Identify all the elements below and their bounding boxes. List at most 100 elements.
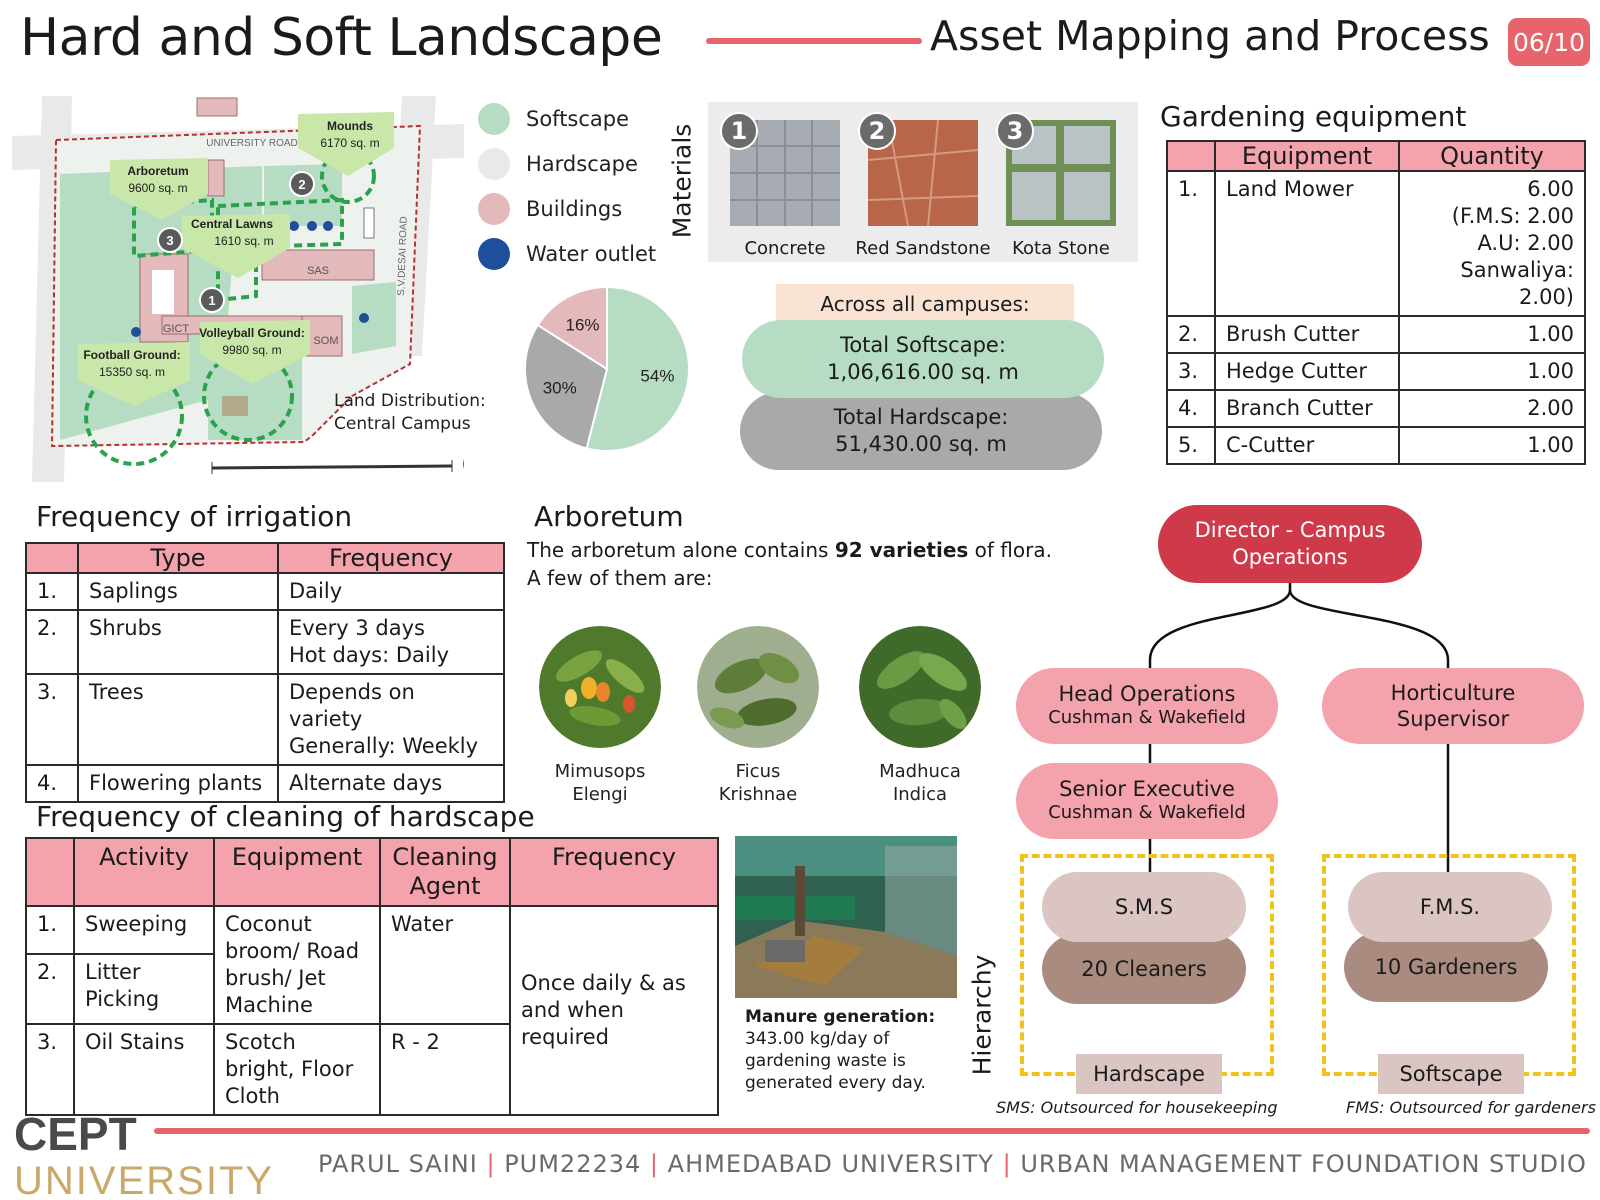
legend-item-softscape: Softscape [478, 96, 683, 141]
table-header-cleaning-agent: Cleaning Agent [379, 837, 511, 907]
quantity-line: Sanwaliya: 2.00) [1460, 258, 1574, 309]
irrigation-title: Frequency of irrigation [36, 500, 353, 533]
equipment-name: Land Mower [1214, 170, 1400, 317]
table-row: 3. Trees Depends on variety Generally: W… [25, 673, 505, 766]
arboretum-text-line2: A few of them are: [527, 566, 713, 590]
cleaning-equipment: Coconut broom/ Road brush/ Jet Machine [213, 905, 381, 1025]
plant-type: Flowering plants [77, 764, 279, 803]
table-row: 2. Shrubs Every 3 days Hot days: Daily [25, 609, 505, 675]
footer-credits: PARUL SAINI | PUM22234 | AHMEDABAD UNIVE… [318, 1150, 1587, 1178]
map-road-desai: S.V.DESAI ROAD [396, 216, 410, 296]
senior-executive-title: Senior Executive [1059, 777, 1235, 801]
sms-node: S.M.S [1042, 872, 1246, 942]
pie-slice-30 [524, 323, 609, 450]
map-caption-line1: Land Distribution: [334, 391, 486, 411]
mimusops-photo [539, 626, 661, 748]
cleaners-count: 20 Cleaners [1042, 934, 1246, 1004]
head-operations-node: Head Operations Cushman & Wakefield [1016, 668, 1278, 744]
page-title: Hard and Soft Landscape [20, 8, 663, 68]
material-name: Red Sandstone [855, 238, 991, 259]
horticulture-line2: Supervisor [1396, 707, 1510, 731]
irrigation-frequency: Alternate days [277, 764, 505, 803]
cleaning-activity: Oil Stains [73, 1023, 215, 1116]
total-softscape-label: Total Softscape: [840, 333, 1006, 357]
fms-note: FMS: Outsourced for gardeners [1346, 1098, 1596, 1117]
cleaning-agent: R - 2 [379, 1023, 511, 1116]
hardscape-tag: Hardscape [1076, 1054, 1222, 1094]
materials-heading: Materials [662, 106, 702, 256]
cleaning-title: Frequency of cleaning of hardscape [36, 800, 535, 833]
table-header-equipment: Equipment [1214, 140, 1400, 172]
map-area-mounds: 6170 sq. m [320, 136, 379, 150]
irrigation-frequency: Depends on variety Generally: Weekly [277, 673, 505, 766]
table-header-row: Equipment Quantity [1166, 140, 1586, 172]
row-number: 3. [25, 673, 79, 766]
map-label-mounds: Mounds [327, 119, 373, 133]
table-row: 2. Litter Picking [25, 953, 718, 1025]
cept-university-logo: CEPT UNIVERSITY [14, 1108, 272, 1198]
map-area-volleyball: 9980 sq. m [222, 343, 281, 357]
plant-name-line2: Elengi [572, 784, 628, 805]
map-building-som: SOM [313, 335, 338, 347]
cleaning-activity: Litter Picking [73, 953, 215, 1025]
arboretum-text-after: of flora. [968, 538, 1052, 562]
map-area-arboretum: 9600 sq. m [128, 181, 187, 195]
material-concrete: 1 Concrete [720, 112, 840, 259]
madhuca-photo [859, 626, 981, 748]
row-number: 2. [25, 609, 79, 675]
plant-name-line1: Mimusops [554, 761, 646, 782]
material-number-badge: 3 [996, 112, 1034, 150]
quantity-line: A.U: 2.00 [1477, 231, 1574, 255]
total-hardscape-value: 51,430.00 sq. m [835, 432, 1007, 456]
plant-name-line1: Ficus [735, 761, 781, 782]
plant-mimusops-elengi: Mimusops Elengi [520, 626, 680, 806]
sms-note: SMS: Outsourced for housekeeping [996, 1098, 1278, 1117]
table-row: 1. Sweeping Coconut broom/ Road brush/ J… [25, 905, 719, 1116]
plant-madhuca-indica: Madhuca Indica [840, 626, 1000, 806]
table-header-quantity: Quantity [1398, 140, 1586, 172]
material-kota-stone: 3 Kota Stone [996, 112, 1116, 259]
equipment-quantity: 1.00 [1398, 315, 1586, 354]
footer-separator: | [1002, 1150, 1012, 1178]
map-caption-line2: Central Campus [334, 414, 471, 434]
frequency-line: Generally: Weekly [289, 734, 479, 758]
pie-slice-label: 54% [640, 366, 674, 385]
table-header-type: Type [77, 542, 279, 574]
manure-info: Manure generation: 343.00 kg/day of gard… [745, 1006, 965, 1094]
legend-label: Buildings [526, 196, 623, 221]
table-row: 4. Branch Cutter 2.00 [1166, 389, 1586, 428]
footer-studio: URBAN MANAGEMENT FOUNDATION STUDIO [1020, 1150, 1587, 1178]
campus-totals-heading: Across all campuses: [776, 284, 1074, 324]
footer-divider [154, 1128, 1590, 1134]
cleaning-equipment: Scotch bright, Floor Cloth [213, 1023, 381, 1116]
map-marker-3: 3 [166, 233, 173, 248]
equipment-quantity: 6.00 (F.M.S: 2.00 A.U: 2.00 Sanwaliya: 2… [1398, 170, 1586, 317]
gardeners-count: 10 Gardeners [1344, 932, 1548, 1002]
land-distribution-pie-chart: 54%30%16% [524, 285, 690, 452]
campus-map: Mounds 6170 sq. m Arboretum 9600 sq. m C… [12, 96, 464, 482]
materials-heading-text: Materials [667, 123, 697, 239]
total-hardscape-pill: Total Hardscape: 51,430.00 sq. m [740, 392, 1102, 470]
hierarchy-heading: Hierarchy [962, 940, 1002, 1090]
equipment-name: Brush Cutter [1214, 315, 1400, 354]
water-outlet-swatch-icon [478, 237, 510, 270]
row-number: 2. [25, 953, 75, 1025]
plant-type: Saplings [77, 572, 279, 611]
softscape-tag: Softscape [1378, 1054, 1524, 1094]
senior-executive-node: Senior Executive Cushman & Wakefield [1016, 763, 1278, 839]
frequency-line: Depends on variety [289, 680, 415, 731]
fms-node: F.M.S. [1348, 872, 1552, 942]
legend-item-water-outlet: Water outlet [478, 231, 683, 276]
cleaning-frequency: Once daily & as and when required [509, 905, 719, 1116]
plant-name-line1: Madhuca [879, 761, 961, 782]
pie-slice-label: 30% [543, 379, 577, 398]
quantity-line: 6.00 [1527, 177, 1574, 201]
arboretum-variety-count: 92 varieties [834, 538, 969, 562]
total-hardscape-label: Total Hardscape: [833, 405, 1009, 429]
table-header-equipment: Equipment [213, 837, 381, 907]
plant-name: Ficus Krishnae [678, 760, 838, 806]
arboretum-description: The arboretum alone contains 92 varietie… [527, 536, 1052, 592]
material-red-sandstone: 2 Red Sandstone [855, 112, 991, 259]
legend-label: Water outlet [526, 241, 657, 266]
footer-separator: | [486, 1150, 496, 1178]
